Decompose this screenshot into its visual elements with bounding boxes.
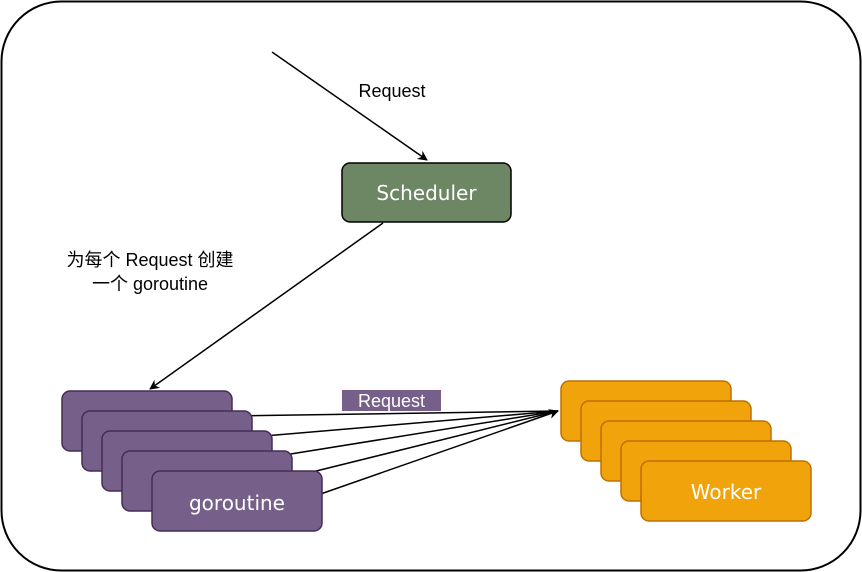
goroutine-worker-connections (231, 409, 559, 498)
incoming-request-arrow (271, 51, 428, 161)
worker-stack[interactable]: Worker (560, 380, 812, 522)
create-goroutine-note-line1: 为每个 Request 创建 (66, 250, 233, 270)
scheduler-label: Scheduler (376, 181, 477, 205)
goroutine-stack[interactable]: goroutine (61, 390, 323, 532)
incoming-request-label: Request (358, 81, 425, 101)
svg-text:Request: Request (358, 391, 425, 411)
goroutine-label: goroutine (189, 491, 285, 515)
request-tag: Request (342, 390, 441, 411)
create-goroutine-note-line2: 一个 goroutine (92, 274, 208, 294)
worker-label: Worker (691, 480, 762, 504)
scheduler-node[interactable]: Scheduler (341, 162, 512, 223)
scheduler-to-goroutine-arrow (149, 222, 384, 390)
